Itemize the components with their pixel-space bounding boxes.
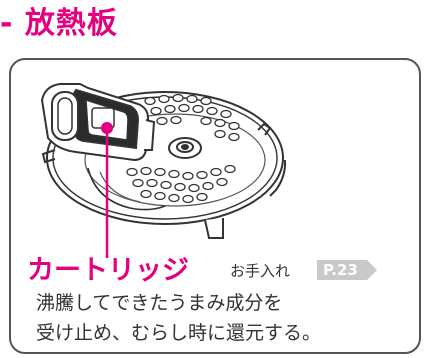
- page-title: - 放熱板: [0, 6, 118, 41]
- callout-dot: [101, 122, 113, 134]
- description-line-2: 受け止め、むらし時に還元する。: [36, 322, 322, 344]
- cartridge-label-row: カートリッジ お手入れ P.23: [27, 254, 427, 288]
- cartridge-part: [40, 83, 156, 162]
- page-reference-text: P.23: [323, 261, 358, 279]
- description: 沸騰してできたうまみ成分を 受け止め、むらし時に還元する。: [36, 288, 321, 348]
- maintenance-label: お手入れ: [230, 262, 291, 280]
- page-reference-arrow-icon: [317, 260, 377, 280]
- cartridge-name: カートリッジ: [27, 255, 189, 286]
- description-line-1: 沸騰してできたうまみ成分を: [36, 292, 283, 314]
- vent-holes: [126, 93, 240, 204]
- center-knob: [168, 137, 202, 159]
